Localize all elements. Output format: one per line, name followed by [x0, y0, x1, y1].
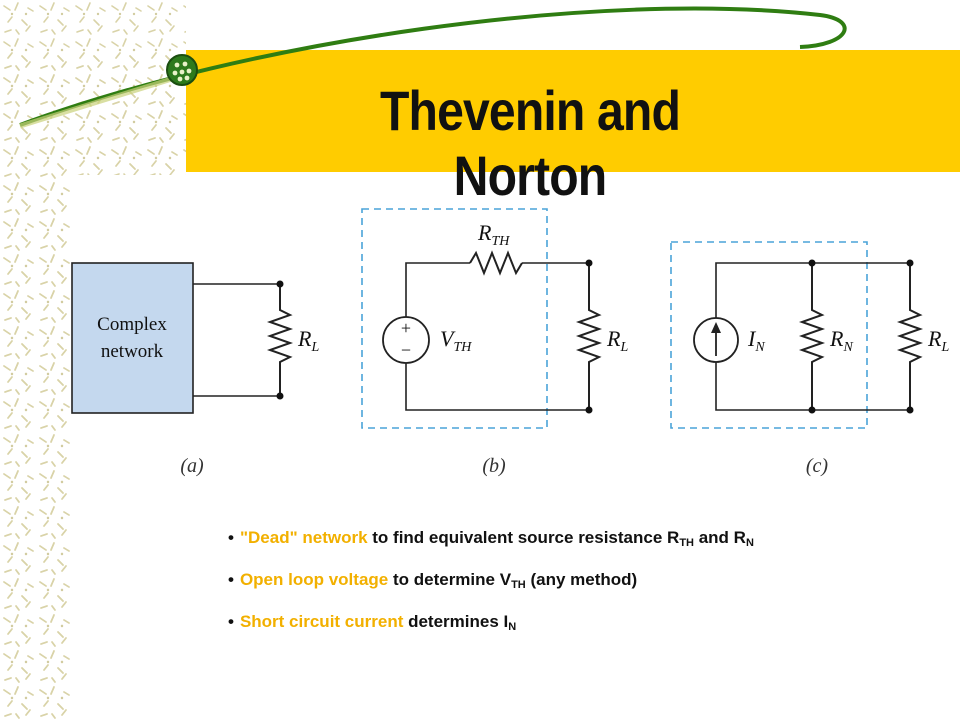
bullet-text: to determine V	[388, 570, 512, 589]
bullet-short-circuit: • Short circuit current determines IN	[228, 612, 948, 633]
terminal-dot	[906, 406, 914, 414]
bullet-highlight: Open loop voltage	[239, 570, 389, 589]
bullet-text: (any method)	[525, 570, 638, 589]
bullet-sub: TH	[679, 537, 694, 549]
bullet-dot: •	[228, 612, 234, 631]
title-banner	[186, 50, 960, 172]
in-label: IN	[747, 326, 765, 355]
resistor-rl-b	[575, 263, 603, 410]
diagram-c: IN RN RL (c)	[670, 241, 949, 477]
resistor-rn	[798, 263, 826, 410]
dashed-box-c	[670, 241, 868, 429]
bullet-highlight: "Dead" network	[239, 528, 368, 547]
bullet-text: to find equivalent source resistance R	[367, 528, 680, 547]
junction-dot	[808, 259, 816, 267]
bullet-sub: N	[745, 537, 754, 549]
rth-label: RTH	[477, 220, 510, 249]
minus-sign: −	[401, 340, 411, 360]
dashed-box-b	[361, 208, 548, 429]
rn-label: RN	[829, 326, 853, 355]
complex-network-box	[71, 262, 194, 414]
resistor-rth	[469, 250, 523, 276]
caption-c: (c)	[806, 455, 829, 477]
arrow-up-icon	[711, 322, 721, 333]
bullet-dot: •	[228, 528, 234, 547]
bullet-text: and R	[693, 528, 746, 547]
network-label-2: network	[101, 341, 164, 362]
left-texture-lower	[0, 175, 70, 720]
terminal-dot	[585, 406, 593, 414]
terminal-dot	[276, 392, 284, 400]
terminal-dot	[276, 280, 284, 288]
caption-a: (a)	[180, 455, 204, 477]
bullet-dead-network: • "Dead" network to find equivalent sourc…	[228, 528, 948, 549]
rl-label-a: RL	[297, 326, 319, 355]
caption-b: (b)	[482, 455, 506, 477]
resistor-rl-a	[266, 284, 294, 396]
plus-sign: +	[401, 318, 411, 338]
diagram-b: + − RTH VTH RL (b)	[361, 208, 628, 477]
rl-label-b: RL	[606, 326, 628, 355]
bullet-sub: N	[508, 621, 517, 633]
diagram-a: Complex network RL (a)	[71, 262, 319, 477]
bullet-list: • "Dead" network to find equivalent sourc…	[228, 528, 948, 654]
orb-icon	[166, 54, 198, 86]
terminal-dot	[585, 259, 593, 267]
junction-dot	[808, 406, 816, 414]
bullet-sub: TH	[511, 579, 526, 591]
rl-label-c: RL	[927, 326, 949, 355]
vth-label: VTH	[440, 326, 472, 355]
bullet-open-loop: • Open loop voltage to determine VTH (any…	[228, 570, 948, 591]
network-label-1: Complex	[97, 314, 167, 335]
bullet-highlight: Short circuit current	[239, 612, 404, 631]
slide-title: Thevenin and Norton	[379, 79, 681, 207]
bullet-dot: •	[228, 570, 234, 589]
resistor-rl-c	[896, 263, 924, 410]
bullet-text: determines I	[403, 612, 509, 631]
voltage-source	[382, 316, 430, 364]
terminal-dot	[906, 259, 914, 267]
